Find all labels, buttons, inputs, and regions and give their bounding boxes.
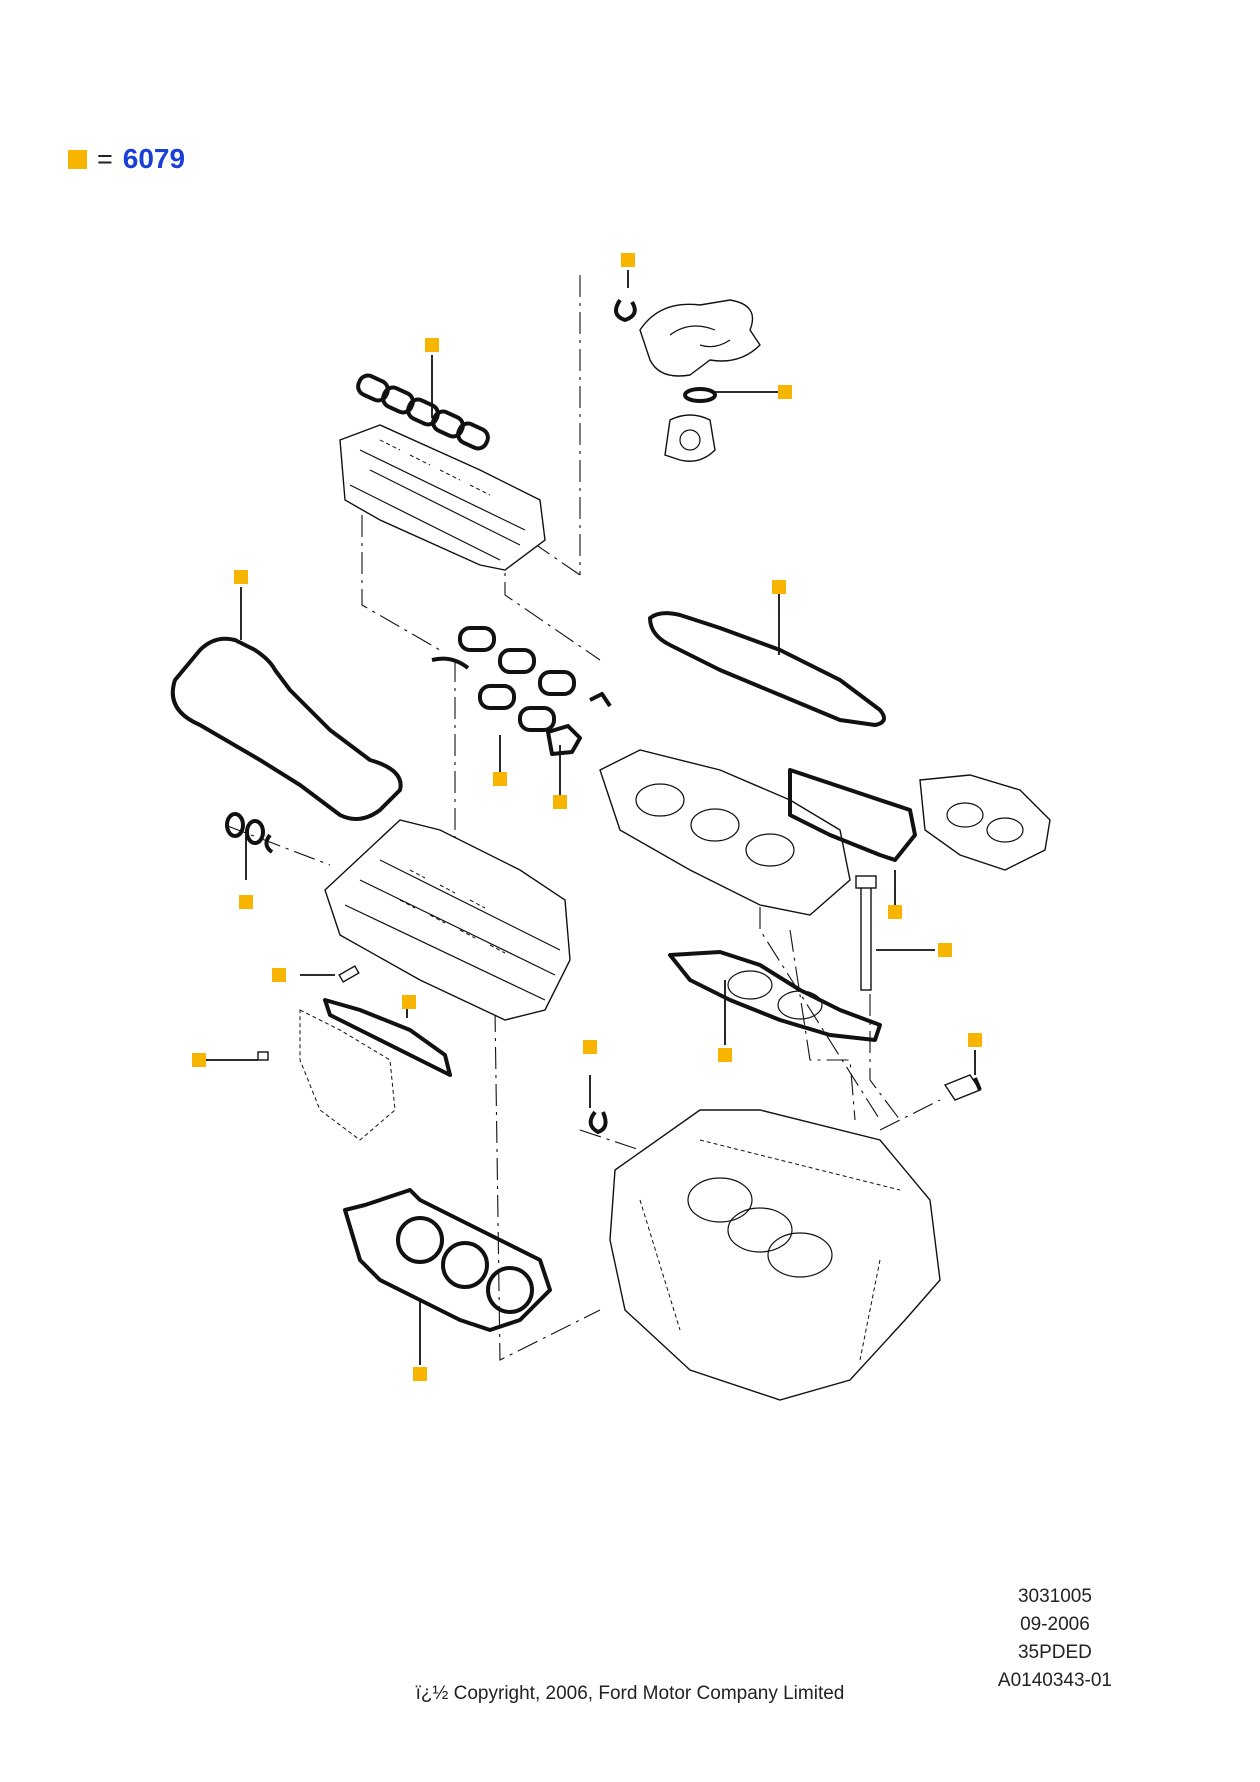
copyright-notice: ï¿½ Copyright, 2006, Ford Motor Company … [415, 1683, 845, 1704]
thermostat-housing[interactable] [639, 299, 761, 462]
callout-marker[interactable] [772, 580, 786, 594]
intake-gasket-set-upper[interactable] [355, 373, 491, 452]
legend: = 6079 [68, 143, 186, 174]
exhaust-manifold-gasket-right[interactable] [788, 768, 917, 862]
drawing-metadata: 3031005 09-2006 35PDED A0140343-01 [998, 1583, 1112, 1695]
stud-left[interactable] [338, 965, 360, 983]
head-gasket-right[interactable] [668, 950, 882, 1042]
engine-block[interactable] [609, 1109, 941, 1401]
callout-marker[interactable] [938, 943, 952, 957]
callout-marker[interactable] [621, 253, 635, 267]
drawing-date: 09-2006 [1020, 1614, 1090, 1635]
head-gasket-left-bore-3 [486, 1266, 534, 1314]
head-gasket-left[interactable] [343, 1188, 552, 1332]
callout-marker[interactable] [239, 895, 253, 909]
callout-markers [192, 253, 982, 1381]
valve-cover-gasket-right[interactable] [648, 611, 886, 727]
legend-marker-square [68, 149, 87, 169]
bolt-left-small[interactable] [257, 1051, 269, 1061]
callout-marker[interactable] [272, 968, 286, 982]
lower-cover-left[interactable] [299, 1009, 396, 1141]
cylinder-head-left[interactable] [324, 819, 571, 1021]
exhaust-manifold-right[interactable] [919, 774, 1051, 871]
thermostat-o-ring-upper[interactable] [614, 298, 637, 322]
callout-marker[interactable] [493, 772, 507, 786]
drawing-code: 3031005 [1017, 1586, 1092, 1607]
legend-part-number[interactable]: 6079 [122, 143, 186, 174]
sensor[interactable] [943, 1074, 982, 1101]
lower-intake-gasket-set[interactable] [431, 626, 612, 756]
callout-marker[interactable] [553, 795, 567, 809]
callout-marker[interactable] [234, 570, 248, 584]
drawing-id: A0140343-01 [997, 1670, 1112, 1691]
valve-cover-gasket-left[interactable] [170, 636, 403, 821]
head-gasket-left-bore-1 [396, 1216, 444, 1264]
cylinder-head-right[interactable] [599, 749, 851, 916]
callout-leaders [205, 270, 976, 1365]
callout-marker[interactable] [718, 1048, 732, 1062]
callout-marker[interactable] [968, 1033, 982, 1047]
cylinder-head-bolt[interactable] [855, 875, 877, 991]
callout-marker[interactable] [413, 1367, 427, 1381]
thermostat-o-ring-lower[interactable] [683, 387, 717, 403]
oil-seal-ring[interactable] [588, 1110, 608, 1134]
head-gasket-left-bore-2 [441, 1241, 489, 1289]
callout-marker[interactable] [778, 385, 792, 399]
callout-marker[interactable] [402, 995, 416, 1009]
spark-tube-seals[interactable] [225, 812, 274, 854]
timing-cover-gasket-left[interactable] [323, 998, 452, 1077]
drawing-engine-code: 35PDED [1017, 1642, 1092, 1663]
callout-marker[interactable] [583, 1040, 597, 1054]
upper-intake-manifold[interactable] [339, 424, 546, 571]
callout-marker[interactable] [888, 905, 902, 919]
legend-equals: = [97, 143, 113, 174]
callout-marker[interactable] [192, 1053, 206, 1067]
callout-marker[interactable] [425, 338, 439, 352]
